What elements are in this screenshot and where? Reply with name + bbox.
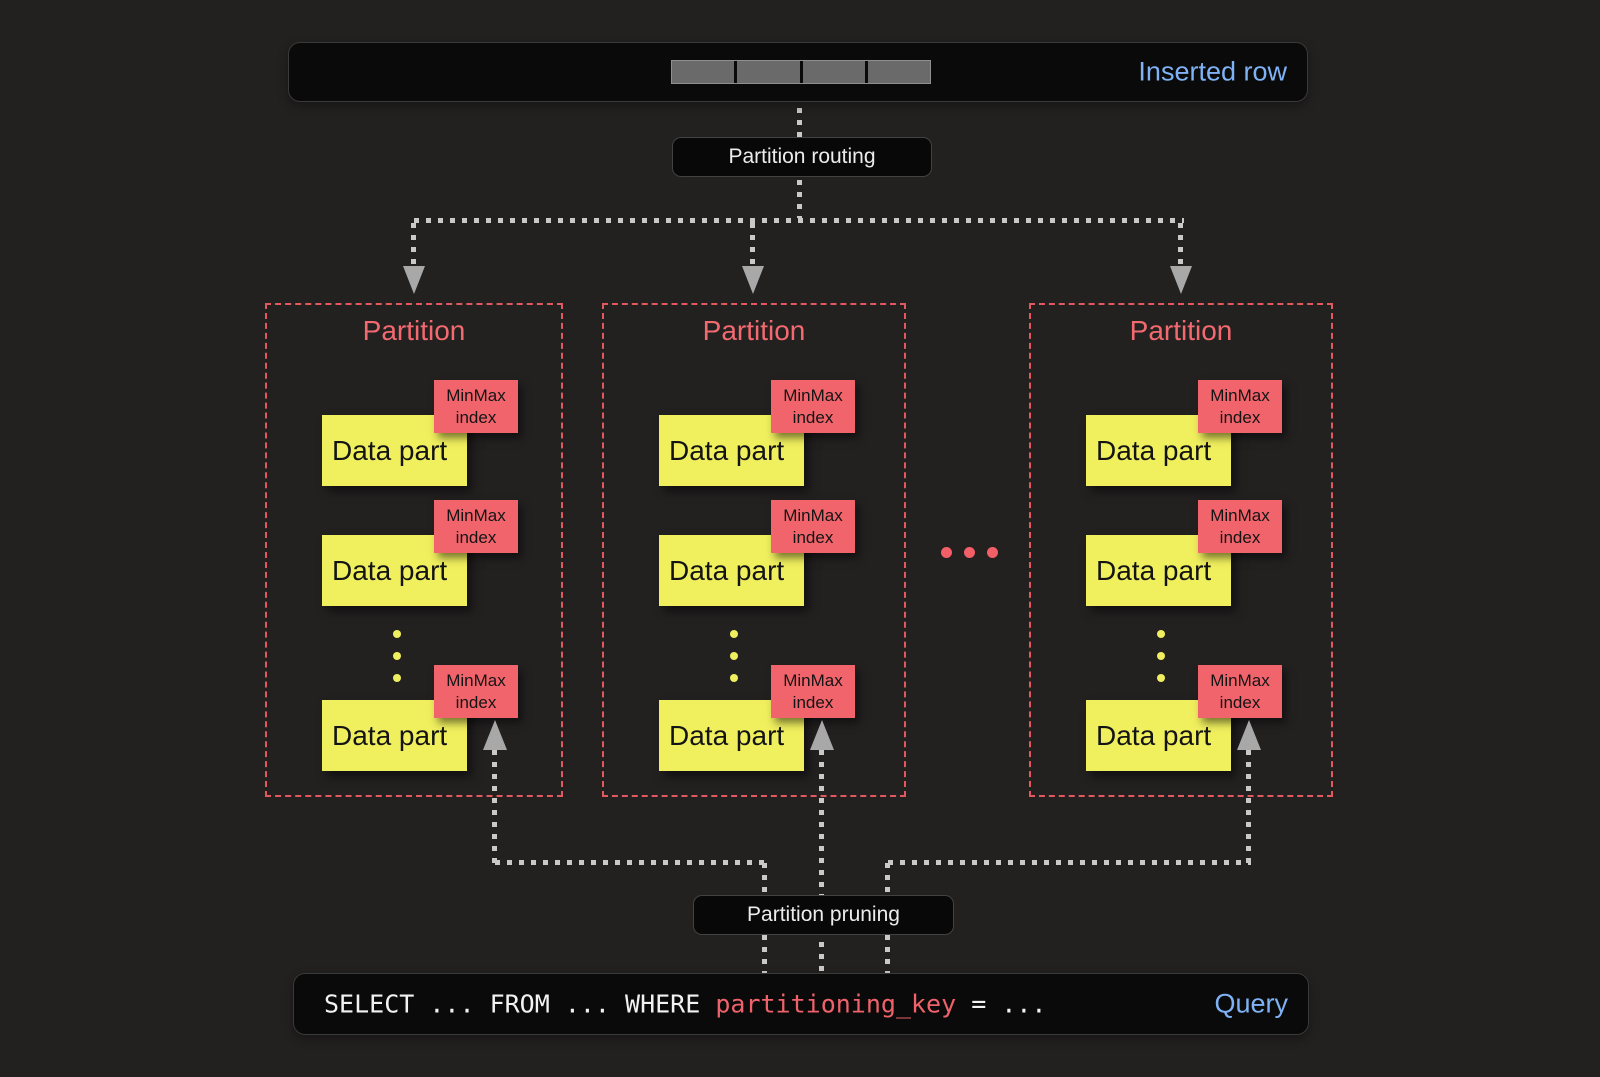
minmax-index-tag: MinMax index xyxy=(1198,380,1282,433)
minmax-index-tag: MinMax index xyxy=(771,380,855,433)
partitioning-key-text: partitioning_key xyxy=(715,989,957,1019)
partition-title: Partition xyxy=(1129,315,1233,346)
pruning-line-right-vertical xyxy=(1246,750,1251,864)
query-box: SELECT ... FROM ... WHERE partitioning_k… xyxy=(293,973,1309,1035)
partition-routing-text: Partition routing xyxy=(728,145,876,168)
partition-pruning-label: Partition pruning xyxy=(693,895,954,935)
arrow-down-icon xyxy=(403,266,425,294)
arrow-down-icon xyxy=(742,266,764,294)
arrow-up-icon xyxy=(810,720,834,750)
more-parts-dots-icon xyxy=(393,630,401,696)
minmax-index-tag: MinMax index xyxy=(434,380,518,433)
row-segment xyxy=(737,61,800,83)
sql-before-key: SELECT ... FROM ... WHERE xyxy=(324,989,716,1019)
minmax-index-tag: MinMax index xyxy=(434,665,518,718)
data-part-box: Data part xyxy=(1086,415,1231,486)
partition-title: Partition xyxy=(702,315,806,346)
partition-box: Partition MinMax index Data part MinMax … xyxy=(602,303,906,797)
ellipsis-dots-icon xyxy=(941,547,998,558)
arrow-up-icon xyxy=(483,720,507,750)
routing-line-horizontal xyxy=(414,218,1184,223)
partition-title: Partition xyxy=(362,315,466,346)
query-label: Query xyxy=(1214,988,1288,1019)
minmax-index-tag: MinMax index xyxy=(434,500,518,553)
row-segment xyxy=(867,61,930,83)
minmax-index-tag: MinMax index xyxy=(1198,665,1282,718)
minmax-index-tag: MinMax index xyxy=(1198,500,1282,553)
more-parts-dots-icon xyxy=(730,630,738,696)
arrow-down-icon xyxy=(1170,266,1192,294)
inserted-row-label: Inserted row xyxy=(1138,56,1287,87)
row-segment xyxy=(672,61,735,83)
data-part-box: Data part xyxy=(322,700,467,771)
inserted-row-box: Inserted row xyxy=(288,42,1308,102)
routing-stub-right xyxy=(1178,223,1183,267)
sql-after-key: = ... xyxy=(956,989,1047,1019)
row-segment xyxy=(802,61,865,83)
inserted-row-segments-icon xyxy=(671,60,931,84)
routing-stub-center xyxy=(750,223,755,267)
minmax-index-tag: MinMax index xyxy=(771,500,855,553)
minmax-index-tag: MinMax index xyxy=(771,665,855,718)
partition-routing-label: Partition routing xyxy=(672,137,932,177)
pruning-line-left-horizontal xyxy=(495,860,767,865)
more-parts-dots-icon xyxy=(1157,630,1165,696)
partition-box: Partition MinMax index Data part MinMax … xyxy=(265,303,563,797)
query-sql-text: SELECT ... FROM ... WHERE partitioning_k… xyxy=(324,990,1046,1019)
pruning-line-center-vertical xyxy=(819,750,824,975)
pruning-line-left-vertical xyxy=(492,750,497,864)
pruning-line-right-horizontal xyxy=(888,860,1251,865)
arrow-up-icon xyxy=(1237,720,1261,750)
partition-box: Partition MinMax index Data part MinMax … xyxy=(1029,303,1333,797)
routing-stub-left xyxy=(411,223,416,267)
partition-pruning-text: Partition pruning xyxy=(747,903,900,926)
